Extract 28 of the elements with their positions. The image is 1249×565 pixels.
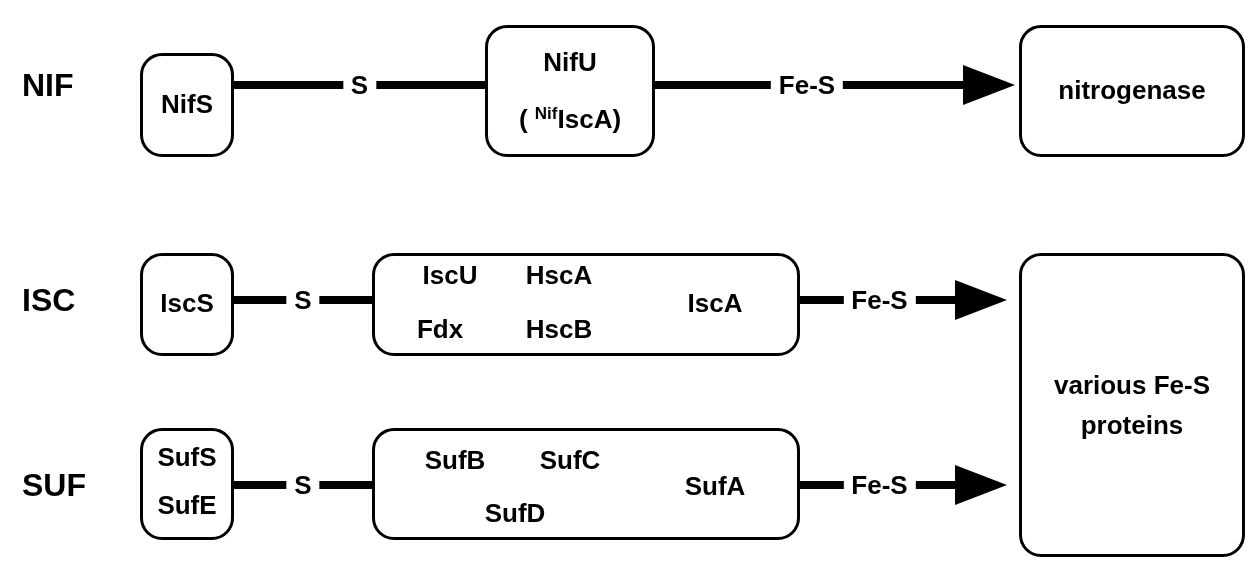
node-text: SufE <box>157 489 217 523</box>
node-text: various Fe-S proteins <box>1052 368 1212 442</box>
process-box <box>140 253 234 356</box>
node-text: IscU <box>422 259 478 293</box>
process-box <box>140 53 234 157</box>
node-text: SufS <box>157 441 217 475</box>
row-label: ISC <box>22 281 76 319</box>
process-box <box>372 428 800 540</box>
node-text: IscA <box>687 287 743 321</box>
node-text: HscA <box>525 259 593 293</box>
process-box <box>485 25 655 157</box>
node-text: SufA <box>684 470 746 504</box>
node-text: NifS <box>161 88 213 122</box>
process-box <box>140 428 234 540</box>
node-text: SufC <box>539 444 601 478</box>
node-text: Fdx <box>416 313 464 347</box>
node-text: SufD <box>484 497 546 531</box>
row-label: NIF <box>22 66 74 104</box>
process-box <box>372 253 800 356</box>
node-text: NifU <box>543 46 597 80</box>
node-text: ( $^{Nif}$IscA) <box>518 103 622 137</box>
node-text: HscB <box>525 313 593 347</box>
row-label: SUF <box>22 466 86 504</box>
process-box <box>1019 25 1245 157</box>
node-text: IscS <box>160 287 214 321</box>
node-text: nitrogenase <box>1058 74 1206 108</box>
node-text: SufB <box>424 444 486 478</box>
process-box <box>1019 253 1245 557</box>
